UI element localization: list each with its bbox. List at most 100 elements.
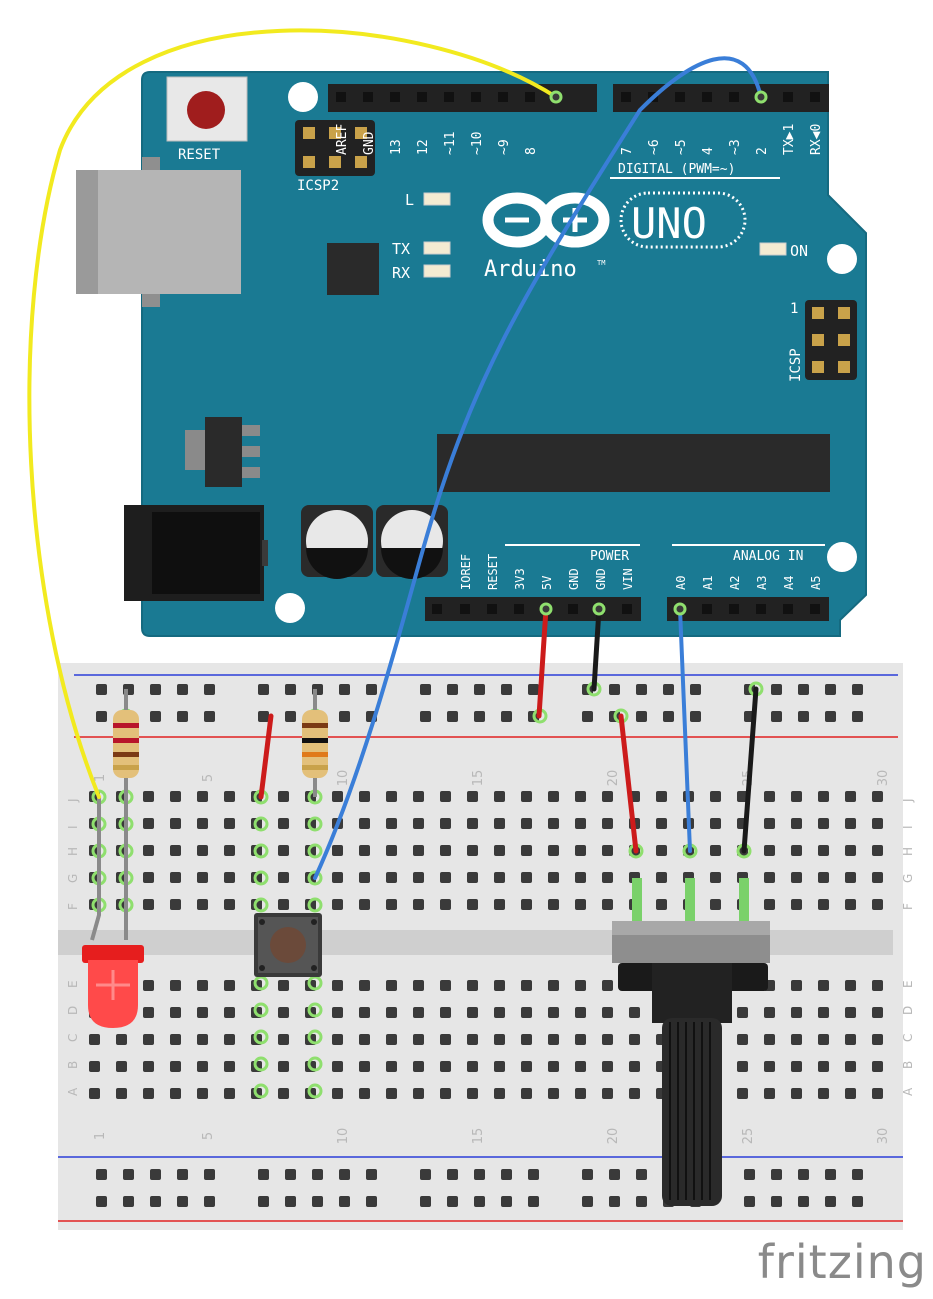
column-number: 15 (471, 1128, 486, 1145)
digital-pin-hole (498, 92, 508, 102)
rail-hole (636, 684, 647, 695)
rail-hole (312, 1169, 323, 1180)
trademark-label: TM (597, 259, 605, 267)
rail-hole (285, 1196, 296, 1207)
rail-hole (177, 711, 188, 722)
column-number: 30 (876, 770, 891, 787)
digital-pin-hole (390, 92, 400, 102)
rail-hole (366, 1169, 377, 1180)
row-letter: H (66, 847, 80, 856)
led-l-label: L (405, 191, 414, 209)
digital-pin-label: ~6 (647, 139, 662, 155)
row-letter: D (901, 1006, 915, 1015)
rail-hole (204, 1196, 215, 1207)
rail-hole (177, 1169, 188, 1180)
column-number: 20 (606, 1128, 621, 1145)
wire-pin2-to-button (313, 56, 763, 880)
rail-hole (420, 711, 431, 722)
rail-hole (582, 711, 593, 722)
reset-button[interactable] (166, 76, 248, 142)
row-letter: A (901, 1087, 915, 1096)
rail-hole (744, 1169, 755, 1180)
analog-pin-hole (756, 604, 766, 614)
rail-hole (636, 1169, 647, 1180)
power-pin-label: VIN (621, 568, 635, 590)
analog-label: ANALOG IN (733, 549, 803, 564)
rail-hole (447, 1196, 458, 1207)
row-letter: F (66, 903, 80, 910)
digital-pin-label: 8 (524, 147, 539, 155)
rail-hole (258, 684, 269, 695)
column-number: 10 (336, 770, 351, 787)
analog-pin-label: A4 (782, 576, 796, 590)
rail-hole (258, 1196, 269, 1207)
power-pin-label: IOREF (459, 554, 473, 590)
rail-hole (312, 1196, 323, 1207)
rail-hole (420, 684, 431, 695)
rail-hole (258, 711, 269, 722)
digital-pin-hole (810, 92, 820, 102)
rail-hole (420, 1169, 431, 1180)
rail-hole (609, 1196, 620, 1207)
power-label: POWER (590, 549, 629, 564)
analog-pin-label: A1 (701, 576, 715, 590)
rail-hole (177, 1196, 188, 1207)
rail-hole (852, 1196, 863, 1207)
wire-a0-to-pot (678, 607, 692, 853)
digital-pin-hole (417, 92, 427, 102)
digital-pin-hole (783, 92, 793, 102)
digital-pin-hole (729, 92, 739, 102)
column-number: 5 (201, 1132, 216, 1140)
rail-hole (474, 1196, 485, 1207)
analog-pin-hole (783, 604, 793, 614)
analog-pin-label: A2 (728, 576, 742, 590)
rail-hole (285, 711, 296, 722)
row-letter: E (901, 980, 915, 988)
usb-connector (76, 157, 241, 307)
row-letter: C (901, 1034, 915, 1042)
icsp-header (805, 300, 857, 380)
rail-hole (474, 684, 485, 695)
rail-hole (447, 684, 458, 695)
rail-hole (501, 1196, 512, 1207)
brand-label: Arduino (484, 257, 577, 282)
power-pin-hole (568, 604, 578, 614)
rail-hole (204, 711, 215, 722)
rail-hole (636, 711, 647, 722)
rail-hole (825, 1196, 836, 1207)
potentiometer[interactable] (612, 878, 770, 1206)
rail-hole (204, 684, 215, 695)
row-letter: H (901, 847, 915, 856)
rail-hole (852, 684, 863, 695)
wire-gnd-to-rail (591, 606, 602, 692)
column-number: 5 (201, 774, 216, 782)
digital-pin-label: ~3 (728, 139, 743, 155)
row-letter: G (901, 874, 915, 883)
column-number: 30 (876, 1128, 891, 1145)
power-pin-label: GND (567, 568, 581, 590)
rail-hole (447, 711, 458, 722)
rail-hole (852, 1169, 863, 1180)
digital-pin-hole (471, 92, 481, 102)
row-letter: I (66, 825, 80, 829)
column-number: 10 (336, 1128, 351, 1145)
push-button[interactable] (254, 913, 322, 977)
terminal-holes-bottom-half (85, 967, 895, 1102)
uno-badge (619, 191, 747, 249)
digital-label: DIGITAL (PWM=~) (618, 162, 735, 177)
analog-pin-label: A5 (809, 576, 823, 590)
led-on-label: ON (790, 242, 808, 260)
power-pin-hole (622, 604, 632, 614)
row-letter: J (901, 798, 915, 803)
digital-header (328, 84, 829, 112)
row-letter: E (66, 980, 80, 988)
model-label: UNO (631, 199, 707, 248)
capacitor (376, 505, 448, 579)
digital-pin-label: ~11 (443, 132, 458, 155)
led-on-indicator (759, 242, 787, 256)
column-number: 1 (93, 1132, 108, 1140)
wire-5v-to-rail (536, 606, 549, 719)
power-pin-hole (460, 604, 470, 614)
